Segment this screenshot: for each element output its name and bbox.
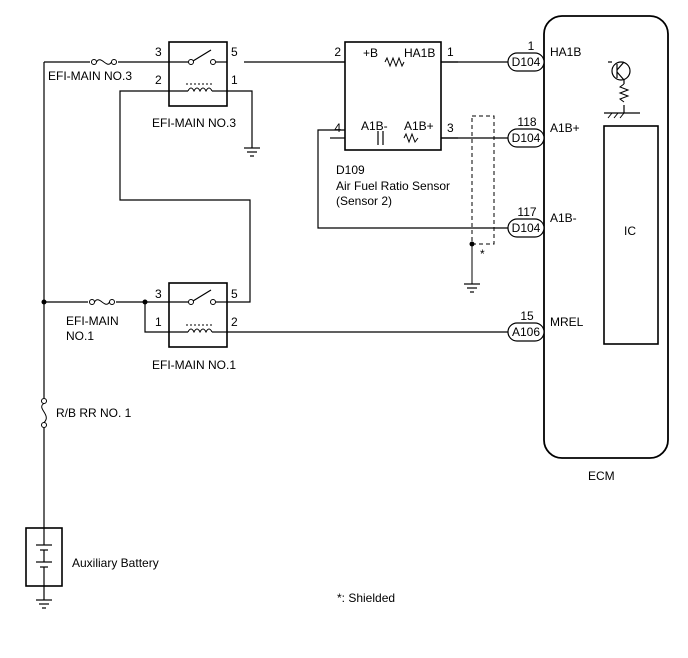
ground-shield-icon [464,283,480,293]
wire-a1bminus [317,129,508,229]
wire-relay3-coil-relay1 [119,90,251,303]
relay3-pin5: 5 [231,45,238,59]
sensor-name-line1: Air Fuel Ratio Sensor [336,179,450,193]
relay-efi-main-no3 [168,41,228,107]
wire-relay3-ground [222,90,253,148]
junction-dots [41,241,475,305]
ecm-pin-mrel: 15 [520,309,534,323]
ecm-pin-a1b-plus: 118 [517,115,536,129]
ic-box [603,125,659,345]
ecm-connector-a1b-minus: D104 [512,221,541,235]
connector-d104-a1b-minus [507,218,545,238]
relay1-pin3: 3 [155,287,162,301]
fuse-efi-main-no1-label-line2: NO.1 [66,329,94,343]
sensor-d109 [330,41,458,151]
sensor-terminal-ha1b: HA1B [404,46,435,60]
sensor-terminal-a1b-minus: A1B- [361,119,388,133]
ecm-connector-mrel: A106 [512,325,540,339]
ic-label: IC [624,224,636,238]
ground-battery-icon [36,586,52,609]
ecm-pin-a1b-minus: 117 [517,205,536,219]
relay3-pin2: 2 [155,73,162,87]
sensor-pin2: 2 [334,45,341,59]
relay1-pin1: 1 [155,315,162,329]
ecm-terminal-mrel: MREL [550,315,584,329]
ecm-box [543,15,669,459]
relay3-pin1: 1 [231,73,238,87]
heater-resistor-icon [384,56,405,68]
shield-note: *: Shielded [337,591,395,605]
fuse-efi-main-no1 [89,299,115,305]
relay1-pin5: 5 [231,287,238,301]
base-resistor-icon [618,83,630,103]
fuse-rb-rr-no1 [41,398,47,428]
sensor-resistor-icon [403,132,419,144]
ground-relay3-icon [244,147,260,157]
relay1-label: EFI-MAIN NO.1 [152,358,236,372]
relay3-pin3: 3 [155,45,162,59]
fuse-efi-main-no1-label-line1: EFI-MAIN [66,314,119,328]
sensor-terminal-plus-b: +B [363,46,378,60]
fuse-efi-main-no3-label: EFI-MAIN NO.3 [48,69,132,83]
connector-a106-mrel [507,322,545,342]
sensor-pin3: 3 [447,121,454,135]
shield-box [471,115,495,245]
ecm-terminal-a1b-plus: A1B+ [550,121,580,135]
sensor-name-line2: (Sensor 2) [336,194,392,208]
battery-icon [25,527,63,587]
connector-d104-ha1b [507,52,545,72]
relay-efi-main-no1 [168,282,228,348]
ecm-label: ECM [588,469,615,483]
shield-marker: * [480,247,485,261]
connector-d104-a1b-plus [507,128,545,148]
ecm-connector-ha1b: D104 [512,55,541,69]
relay1-pin2: 2 [231,315,238,329]
fuse-efi-main-no3 [91,59,117,65]
ecm-pin-ha1b: 1 [528,39,535,53]
fuse-rb-rr-no1-label: R/B RR NO. 1 [56,406,132,420]
battery-label: Auxiliary Battery [72,556,159,570]
sensor-pin4: 4 [334,121,341,135]
ecm-terminal-ha1b: HA1B [550,45,581,59]
sensor-pin1: 1 [447,45,454,59]
relay3-label: EFI-MAIN NO.3 [152,116,236,130]
ecm-terminal-a1b-minus: A1B- [550,211,577,225]
sensor-terminal-a1b-plus: A1B+ [404,119,434,133]
capacitor-icon [377,131,384,145]
ecm-connector-a1b-plus: D104 [512,131,541,145]
sensor-code: D109 [336,163,365,177]
